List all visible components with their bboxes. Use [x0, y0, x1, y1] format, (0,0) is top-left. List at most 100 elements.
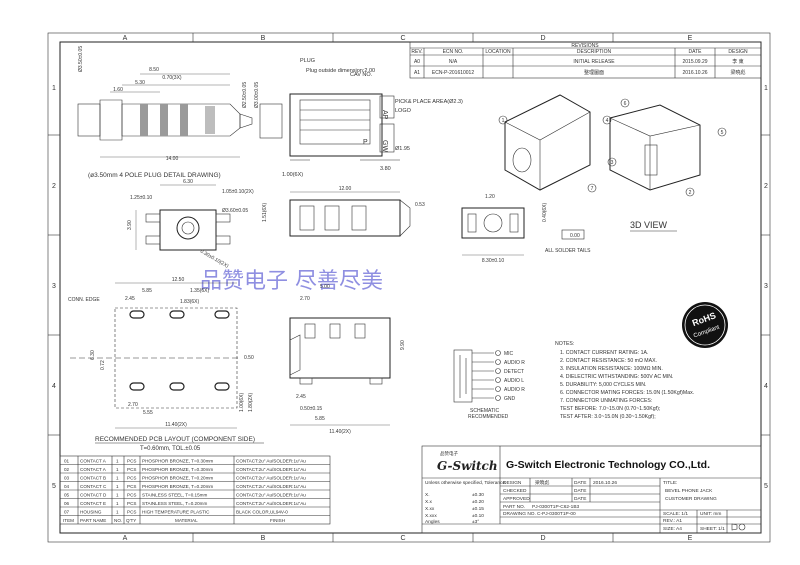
bom-r05-finish: CONTACT:2u" Au/SOLDER:1u"Au	[236, 493, 306, 498]
approved-label: APPROVED	[503, 496, 530, 502]
rev-value: REV.: A1	[663, 518, 682, 524]
dim-1-80-2x: 1.80(2X)	[248, 392, 254, 412]
schematic-audio-l: AUDIO L	[504, 378, 524, 384]
dim-0-72: 0.72	[100, 360, 106, 370]
dim-6-30: 6.30	[183, 179, 193, 185]
dim-1-51-6x: 1.51(6X)	[262, 202, 268, 222]
part-no-value: PJ-0300T1P-C62-1B3	[532, 504, 580, 510]
rev-row1-date: 2015.09.29	[682, 59, 707, 65]
projection-symbol	[731, 523, 746, 531]
jack-front-view: 12.00 0.53	[289, 186, 425, 237]
pcb-layout: 12.50 5.85 1.35(6X) 2.45 1.83(6X) 6.30 0…	[68, 277, 264, 452]
date-label: DATE	[574, 480, 586, 486]
rev-row1-ecn: N/A	[449, 59, 458, 65]
pcb-tolerance: T=0.60mm, TOL.±0.05	[140, 446, 201, 452]
rev-header-design: DESIGN	[728, 49, 748, 55]
balloon-4: 4	[606, 118, 609, 124]
zone-d-bottom: D	[540, 535, 545, 542]
rev-row2-description: 整理圖面	[584, 69, 604, 76]
bom-r04-part: CONTACT C	[80, 484, 107, 489]
bom-r04-finish: CONTACT:2u" Au/SOLDER:1u"Au	[236, 484, 306, 489]
rev-row1-rev: A0	[414, 59, 420, 65]
bom-r06-item: 06	[64, 501, 70, 506]
dim-1-25: 1.25±0.10	[130, 195, 152, 201]
tol-angles-label: Angles	[425, 519, 440, 525]
schematic-detect: DETECT	[504, 369, 524, 375]
tol-x-label: X.	[425, 492, 430, 498]
bom-r03-item: 03	[64, 476, 70, 481]
dim-2-70: 2.70	[128, 402, 138, 408]
note-7b: TEST AFTER: 3.0~15.0N (0.30~1.50Kgf);	[560, 414, 656, 420]
tolerance-title: Unless otherwise specified, Tolerance:	[425, 480, 507, 486]
rev-header-location: LOCATION	[485, 49, 511, 55]
company-logo: G-Switch	[437, 459, 498, 473]
schematic-caption: SCHEMATIC	[470, 408, 499, 414]
plug-outside-note: Plug outside dimension:2.00	[306, 68, 375, 74]
tol-xx-value: ±0.20	[472, 499, 484, 505]
gw-mark: GW	[381, 140, 388, 152]
date-value: 2016.10.26	[593, 480, 617, 486]
bom-r05-qty: PCS	[127, 493, 136, 498]
dim-12-00: 12.00	[339, 186, 352, 192]
dim-2-70-side: 2.70	[300, 296, 310, 302]
bom-r06-no: 1	[116, 501, 119, 506]
dim-5-30: 5.30	[135, 80, 145, 86]
bom-table: 01 CONTACT A 1 PCS PHOSPHOR BRONZE, T=0.…	[59, 455, 331, 525]
title-label: TITLE:	[663, 480, 677, 486]
dim-6-30-pcb: 6.30	[90, 350, 96, 360]
balloon-2: 2	[689, 190, 692, 196]
company-logo-small: 品赞电子	[440, 450, 458, 457]
bom-r06-qty: PCS	[127, 501, 136, 506]
zone-3-right: 3	[764, 283, 768, 290]
bom-r07-qty: PCS	[127, 459, 136, 464]
plug-label: PLUG	[300, 58, 315, 64]
bom-header-material: MATERIAL	[175, 518, 198, 523]
balloon-1: 1	[502, 118, 505, 124]
company-name: G-Switch Electronic Technology CO.,Ltd.	[506, 459, 710, 471]
notes-block: NOTES: 1. CONTACT CURRENT RATING: 1A. 2.…	[555, 341, 694, 420]
zone-4-right: 4	[764, 383, 768, 390]
rev-row2-ecn: ECN-P-201610012	[432, 70, 474, 76]
dim-0-53: 0.53	[415, 202, 425, 208]
schematic-mic: MIC	[504, 351, 514, 357]
bom-r01-qty: PCS	[127, 510, 136, 515]
side-view: 5.00 2.70 9.90 2.45 0.50±0.15 5.85 11.40…	[289, 284, 406, 435]
dim-dia-2-50: Ø2.50±0.05	[242, 82, 248, 108]
revisions-table: REVISIONS REV. ECN NO. LOCATION DESCRIPT…	[409, 41, 762, 79]
bom-r05-part: CONTACT D	[80, 493, 107, 498]
zone-5-left: 5	[52, 483, 56, 490]
zone-2-right: 2	[764, 183, 768, 190]
bom-r06-material: STAINLESS STEEL, T=0.20mm	[142, 501, 207, 506]
bom-r01-part: HOUSING	[80, 510, 102, 515]
ap-mark: AP	[381, 110, 388, 120]
unit-value: UNIT: mm	[700, 511, 721, 517]
drawing-no-value: C-PJ-0300T1P-00	[537, 511, 576, 517]
note-3: 3. INSULATION RESISTANCE: 100MΩ MIN.	[560, 366, 663, 372]
3d-view-label: 3D VIEW	[630, 220, 668, 230]
jack-end-view: 1.20 0.40(6X) 8.30±0.10 0.00 ALL SOLDER …	[461, 194, 591, 264]
dim-1-00-6x-pcb: 1.00(6X)	[239, 392, 245, 412]
title-line1: BEVEL PHONE JACK	[665, 488, 713, 494]
note-7: 7. CONNECTOR UNMATING FORCES:	[560, 398, 652, 404]
dim-1-05-2x: 1.05±0.10(2X)	[222, 189, 254, 195]
dim-9-90: 9.90	[400, 340, 406, 350]
zone-c-bottom: C	[400, 535, 405, 542]
bom-r05-material: STAINLESS STEEL, T=0.15mm	[142, 493, 207, 498]
zone-5-right: 5	[764, 483, 768, 490]
note-5: 5. DURABILITY: 5,000 CYCLES MIN.	[560, 382, 647, 388]
rev-row1-description: INITIAL RELEASE	[573, 59, 615, 65]
bom-header-item: ITEM	[63, 518, 74, 523]
zone-e-bottom: E	[688, 535, 693, 542]
size-value: SIZE: A4	[663, 526, 682, 532]
zone-b-top: B	[261, 35, 266, 42]
bom-header-part: PART NAME	[80, 518, 106, 523]
dim-1-83-6x: 1.83(6X)	[180, 299, 200, 305]
tol-xxx-value: ±0.15	[472, 506, 484, 512]
rev-header-rev: REV.	[411, 49, 422, 55]
rohs-logo: RoHS Compliant	[682, 302, 728, 348]
balloon-5: 5	[721, 130, 724, 136]
bom-r01-item: 07	[64, 510, 70, 515]
bom-r04-no: 1	[116, 484, 119, 489]
jack-top-view: 6.30 1.05±0.10(2X) 1.25±0.10 3.90 Ø3.60±…	[127, 179, 268, 270]
